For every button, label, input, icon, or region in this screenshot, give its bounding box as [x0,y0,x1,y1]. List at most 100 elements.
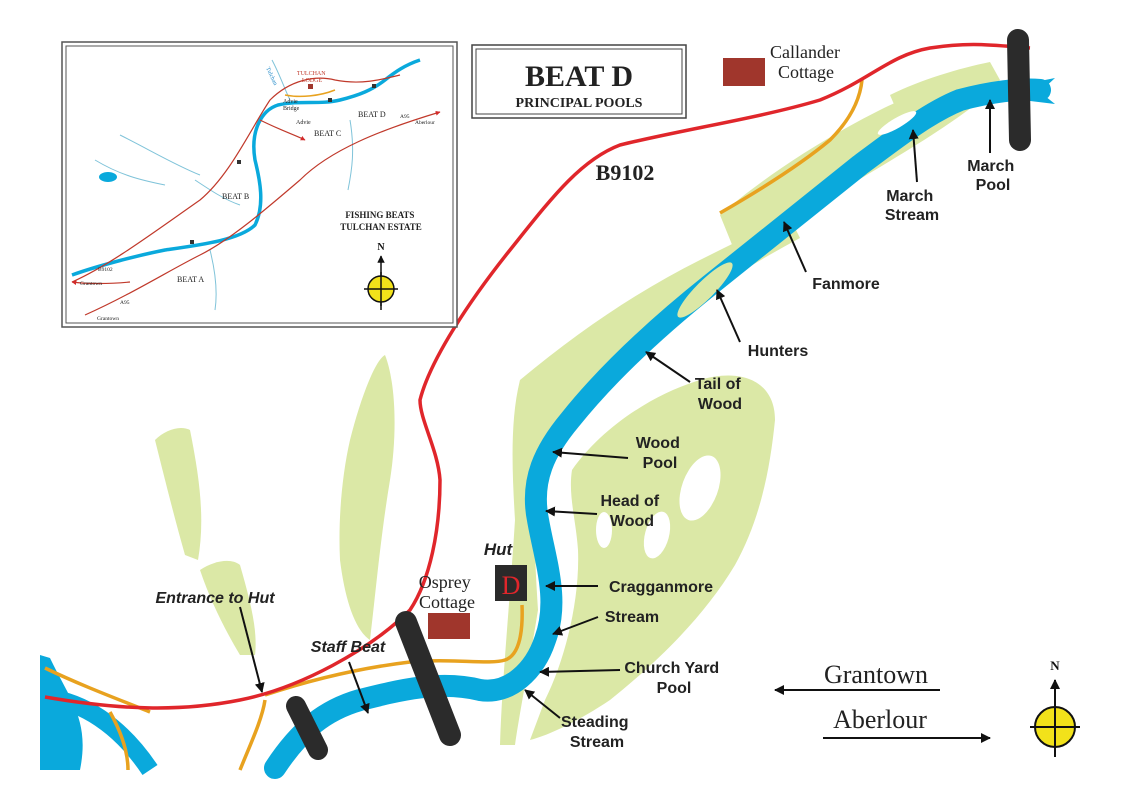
direction-indicators: Grantown Aberlour [774,660,991,743]
pool-pointers [239,99,995,719]
track-far-west [108,711,130,771]
inset-lodge-line-1: TULCHAN [297,71,326,77]
pool-march-pool: March Pool [967,158,1019,194]
hut-d-box [495,565,527,601]
inset-advie: Advie [296,120,311,126]
track-osprey [264,604,524,697]
inset-title: FISHING BEATS TULCHAN ESTATE [340,210,421,232]
inset-marker-lodge [308,84,313,89]
inset-compass-n: N [377,242,385,253]
pool-head-of-wood-line-2: Wood [610,513,654,530]
inset-grantown-top: Grantown [80,281,102,287]
woodland-center-west [339,355,395,640]
inset-loch [99,172,117,182]
woodland-clearing-1 [679,455,721,521]
osprey-line-1: Osprey [419,572,471,592]
inset-labels: TULCHAN LODGE Tulchan Advie Bridge Advie… [80,66,435,322]
woodland-south-west [200,560,256,655]
pool-wood-pool-line-1: Wood [636,435,680,452]
road-label: B9102 [596,160,655,185]
inset-beat-c: BEAT C [314,129,341,138]
road-b9102 [44,42,1031,710]
inset-aberlour: Aberlour [415,120,435,126]
title-main: BEAT D [525,60,633,93]
callander-line-2: Cottage [778,62,834,82]
inset-trib-5 [209,249,217,311]
inset-title-line-2: TULCHAN ESTATE [340,222,421,232]
beat-boundaries [286,29,1031,760]
inset-marker-a [190,240,194,244]
inset-title-line-1: FISHING BEATS [345,210,414,220]
compass-main-n: N [1050,658,1060,673]
pointer-entrance [239,606,265,693]
osprey-line-2: Cottage [419,592,475,612]
title-box: BEAT D PRINCIPAL POOLS [471,44,687,119]
osprey-cottage-label: Osprey Cottage [419,572,476,612]
inset-beat-b: BEAT B [222,192,249,201]
woodland-clearing-3 [596,512,612,548]
staff-beat-label: Staff Beat [311,639,386,656]
pool-march-stream-line-2: Stream [885,207,939,224]
pool-steading-stream-line-1: Steading [561,714,629,731]
pool-march-pool-line-2: Pool [976,177,1011,194]
pool-head-of-wood-line-1: Head of [600,493,659,510]
inset-advie-bridge-line-1: Advie [283,99,298,105]
pool-fanmore: Fanmore [812,276,880,293]
pool-tail-of-wood-line-1: Tail of [695,376,742,393]
inset-advie-bridge-line-2: Bridge [283,106,300,112]
inset-marker-b [237,160,241,164]
pool-steading-stream: Steading Stream [561,714,633,751]
inset-grantown-bottom: Grantown [97,316,119,322]
inset-roads [71,74,441,316]
inset-beat-a: BEAT A [177,275,204,284]
inset-a95-east: A95 [400,114,410,120]
inset-road-a95 [84,110,441,316]
inset-river [71,58,421,277]
boundary-middle [395,611,461,746]
pool-head-of-wood: Head of Wood [600,493,663,530]
direction-aberlour-label: Aberlour [833,705,927,734]
river-west-bend [57,691,158,776]
river-island-march [877,111,917,135]
inset-advie-bridge: Advie Bridge [283,99,300,112]
inset-b9102: B9102 [98,267,113,273]
woodland-clearing-2 [643,511,671,559]
inset-trib-3 [119,134,201,176]
pool-march-stream: March Stream [885,188,939,224]
pointer-staff-beat [348,661,370,714]
inset-compass: N [364,242,398,310]
pointer-stream [552,616,599,636]
pointer-tail-of-wood [645,351,691,383]
inset-marker-c [328,98,332,102]
hut-d-letter: D [502,571,521,600]
pointer-head-of-wood [545,506,598,517]
pool-steading-stream-line-2: Stream [570,734,624,751]
inset-tributaries [94,59,354,311]
hut-label: Hut [484,540,514,559]
river-island-hunters [677,262,733,318]
inset-markers [190,84,376,244]
pool-church-yard-line-1: Church Yard [624,660,719,677]
river-west-loop [40,655,83,770]
inset-lodge-line-2: LODGE [302,78,323,84]
inset-trib-6 [194,179,241,206]
inset-road-grantown [71,280,131,286]
pool-hunters: Hunters [748,343,809,360]
pool-cragganmore: Cragganmore [609,579,713,596]
entrance-to-hut-label: Entrance to Hut [155,590,275,607]
inset-map: TULCHAN LODGE Tulchan Advie Bridge Advie… [61,41,458,328]
pool-labels: March Pool March Stream Fanmore Hunters … [561,158,1019,751]
pool-church-yard-line-2: Pool [657,680,692,697]
inset-a95-west: A95 [120,300,130,306]
pointer-march-stream [908,129,919,183]
pool-wood-pool: Wood Pool [636,435,685,472]
inset-road-b9102 [71,74,401,283]
callander-cottage-building [723,58,765,86]
inset-orange-track [284,89,336,98]
track-southwest [238,699,267,771]
title-sub: PRINCIPAL POOLS [516,96,643,111]
pool-march-pool-line-1: March [967,158,1014,175]
osprey-cottage-building [428,613,470,639]
